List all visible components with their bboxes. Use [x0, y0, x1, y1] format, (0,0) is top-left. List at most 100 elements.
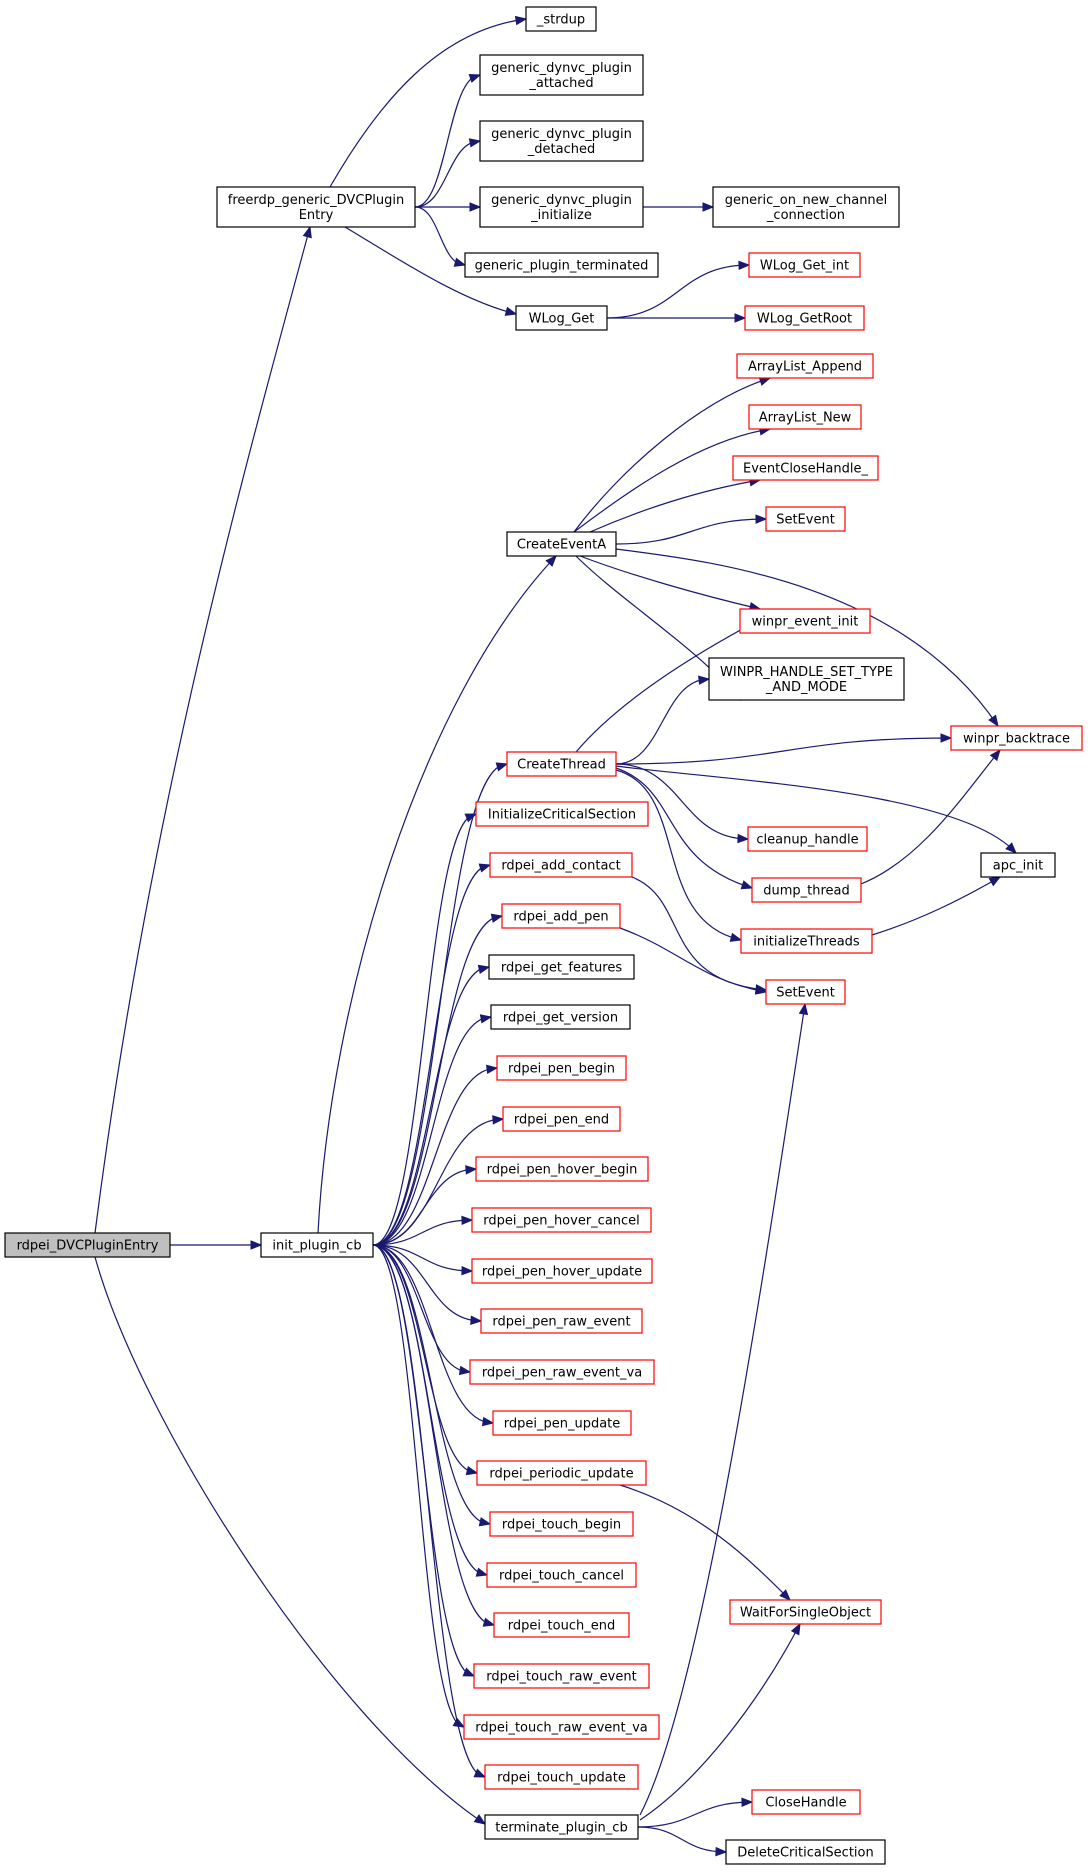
node-rdpei-pen-hover-begin[interactable]: rdpei_pen_hover_begin	[475, 1156, 649, 1182]
node-gdp-attached[interactable]: generic_dynvc_plugin_attached	[479, 54, 644, 96]
node-box[interactable]	[501, 903, 621, 929]
node-rdpei-pen-hover-cancel[interactable]: rdpei_pen_hover_cancel	[471, 1207, 652, 1233]
node-box[interactable]	[464, 252, 659, 278]
node-box[interactable]	[475, 1156, 649, 1182]
node-rdpei-touch-end[interactable]: rdpei_touch_end	[493, 1612, 630, 1638]
node-rdpei-get-features[interactable]: rdpei_get_features	[488, 954, 635, 980]
node-eventclosehandle-[interactable]: EventCloseHandle_	[732, 455, 879, 481]
node-box[interactable]	[488, 954, 635, 980]
node-box[interactable]	[751, 1789, 861, 1815]
node-box[interactable]	[492, 1410, 632, 1436]
node-initializethreads[interactable]: initializeThreads	[740, 928, 873, 954]
node-winpr-handle-set-type[interactable]: WINPR_HANDLE_SET_TYPE_AND_MODE	[708, 657, 905, 701]
node-box[interactable]	[950, 725, 1083, 751]
node-cleanup-handle[interactable]: cleanup_handle	[747, 826, 868, 852]
node-box[interactable]	[740, 928, 873, 954]
node-rdpei-dvcpluginentry[interactable]: rdpei_DVCPluginEntry	[4, 1232, 171, 1258]
node-box[interactable]	[484, 1764, 639, 1790]
node-freerdp-generic[interactable]: freerdp_generic_DVCPluginEntry	[216, 186, 416, 228]
node-rdpei-add-pen[interactable]: rdpei_add_pen	[501, 903, 621, 929]
node-setevent-mid[interactable]: SetEvent	[765, 979, 846, 1005]
node-box[interactable]	[476, 1460, 647, 1486]
node-rdpei-touch-begin[interactable]: rdpei_touch_begin	[489, 1511, 634, 1537]
node-createthread[interactable]: CreateThread	[506, 751, 617, 777]
node-box[interactable]	[502, 1106, 621, 1132]
node-deletecriticalsection[interactable]: DeleteCriticalSection	[725, 1839, 886, 1865]
node-box[interactable]	[479, 120, 644, 162]
node-box[interactable]	[479, 186, 644, 228]
node-box[interactable]	[469, 1359, 655, 1385]
node-apc-init[interactable]: apc_init	[980, 852, 1056, 878]
node-box[interactable]	[475, 801, 649, 827]
node-rdpei-get-version[interactable]: rdpei_get_version	[490, 1004, 631, 1030]
node-box[interactable]	[463, 1714, 660, 1740]
node-box[interactable]	[496, 1055, 627, 1081]
node-box[interactable]	[980, 852, 1056, 878]
node-box[interactable]	[216, 186, 416, 228]
node-rdpei-pen-hover-update[interactable]: rdpei_pen_hover_update	[471, 1258, 653, 1284]
node-wlog-get[interactable]: WLog_Get	[515, 305, 608, 331]
node-box[interactable]	[729, 1599, 882, 1625]
node-rdpei-pen-begin[interactable]: rdpei_pen_begin	[496, 1055, 627, 1081]
node-gdp-detached[interactable]: generic_dynvc_plugin_detached	[479, 120, 644, 162]
node-box[interactable]	[708, 657, 905, 701]
node-box[interactable]	[744, 305, 865, 331]
node-arraylist-append[interactable]: ArrayList_Append	[736, 353, 874, 379]
node-waitforsingleobject[interactable]: WaitForSingleObject	[729, 1599, 882, 1625]
node-rdpei-touch-cancel[interactable]: rdpei_touch_cancel	[486, 1562, 637, 1588]
node-box[interactable]	[479, 54, 644, 96]
node-box[interactable]	[525, 6, 597, 32]
node-box[interactable]	[480, 1308, 643, 1334]
node-rdpei-periodic-update[interactable]: rdpei_periodic_update	[476, 1460, 647, 1486]
node-wlog-get-int[interactable]: WLog_Get_int	[748, 252, 861, 278]
node--strdup[interactable]: _strdup	[525, 6, 597, 32]
node-box[interactable]	[506, 531, 617, 557]
node-box[interactable]	[471, 1207, 652, 1233]
node-box[interactable]	[748, 404, 862, 430]
node-box[interactable]	[739, 608, 871, 634]
node-rdpei-touch-raw-event-va[interactable]: rdpei_touch_raw_event_va	[463, 1714, 660, 1740]
node-rdpei-pen-update[interactable]: rdpei_pen_update	[492, 1410, 632, 1436]
node-box[interactable]	[506, 751, 617, 777]
node-box[interactable]	[736, 353, 874, 379]
node-box[interactable]	[489, 852, 633, 878]
node-box[interactable]	[490, 1004, 631, 1030]
node-box[interactable]	[751, 877, 862, 903]
node-box[interactable]	[260, 1232, 374, 1258]
node-wlog-getroot[interactable]: WLog_GetRoot	[744, 305, 865, 331]
node-box[interactable]	[484, 1814, 639, 1840]
node-box[interactable]	[486, 1562, 637, 1588]
node-box[interactable]	[515, 305, 608, 331]
node-rdpei-touch-raw-event[interactable]: rdpei_touch_raw_event	[473, 1663, 650, 1689]
node-rdpei-pen-raw-event[interactable]: rdpei_pen_raw_event	[480, 1308, 643, 1334]
node-box[interactable]	[748, 252, 861, 278]
node-arraylist-new[interactable]: ArrayList_New	[748, 404, 862, 430]
node-createeventa[interactable]: CreateEventA	[506, 531, 617, 557]
node-box[interactable]	[747, 826, 868, 852]
node-setevent-top[interactable]: SetEvent	[765, 506, 846, 532]
node-rdpei-pen-end[interactable]: rdpei_pen_end	[502, 1106, 621, 1132]
node-box[interactable]	[473, 1663, 650, 1689]
node-box[interactable]	[493, 1612, 630, 1638]
node-box[interactable]	[471, 1258, 653, 1284]
node-init-plugin-cb[interactable]: init_plugin_cb	[260, 1232, 374, 1258]
node-generic-plugin-terminated[interactable]: generic_plugin_terminated	[464, 252, 659, 278]
node-box[interactable]	[4, 1232, 171, 1258]
node-terminate-plugin-cb[interactable]: terminate_plugin_cb	[484, 1814, 639, 1840]
node-box[interactable]	[732, 455, 879, 481]
node-rdpei-pen-raw-event-va[interactable]: rdpei_pen_raw_event_va	[469, 1359, 655, 1385]
node-closehandle[interactable]: CloseHandle	[751, 1789, 861, 1815]
node-rdpei-touch-update[interactable]: rdpei_touch_update	[484, 1764, 639, 1790]
node-generic-on-new-channel[interactable]: generic_on_new_channel_connection	[712, 186, 900, 228]
node-box[interactable]	[489, 1511, 634, 1537]
node-dump-thread[interactable]: dump_thread	[751, 877, 862, 903]
node-box[interactable]	[765, 506, 846, 532]
node-box[interactable]	[725, 1839, 886, 1865]
node-gdp-initialize[interactable]: generic_dynvc_plugin_initialize	[479, 186, 644, 228]
node-rdpei-add-contact[interactable]: rdpei_add_contact	[489, 852, 633, 878]
node-box[interactable]	[765, 979, 846, 1005]
node-initializecriticalsection[interactable]: InitializeCriticalSection	[475, 801, 649, 827]
node-winpr-backtrace[interactable]: winpr_backtrace	[950, 725, 1083, 751]
node-winpr-event-init[interactable]: winpr_event_init	[739, 608, 871, 634]
node-box[interactable]	[712, 186, 900, 228]
